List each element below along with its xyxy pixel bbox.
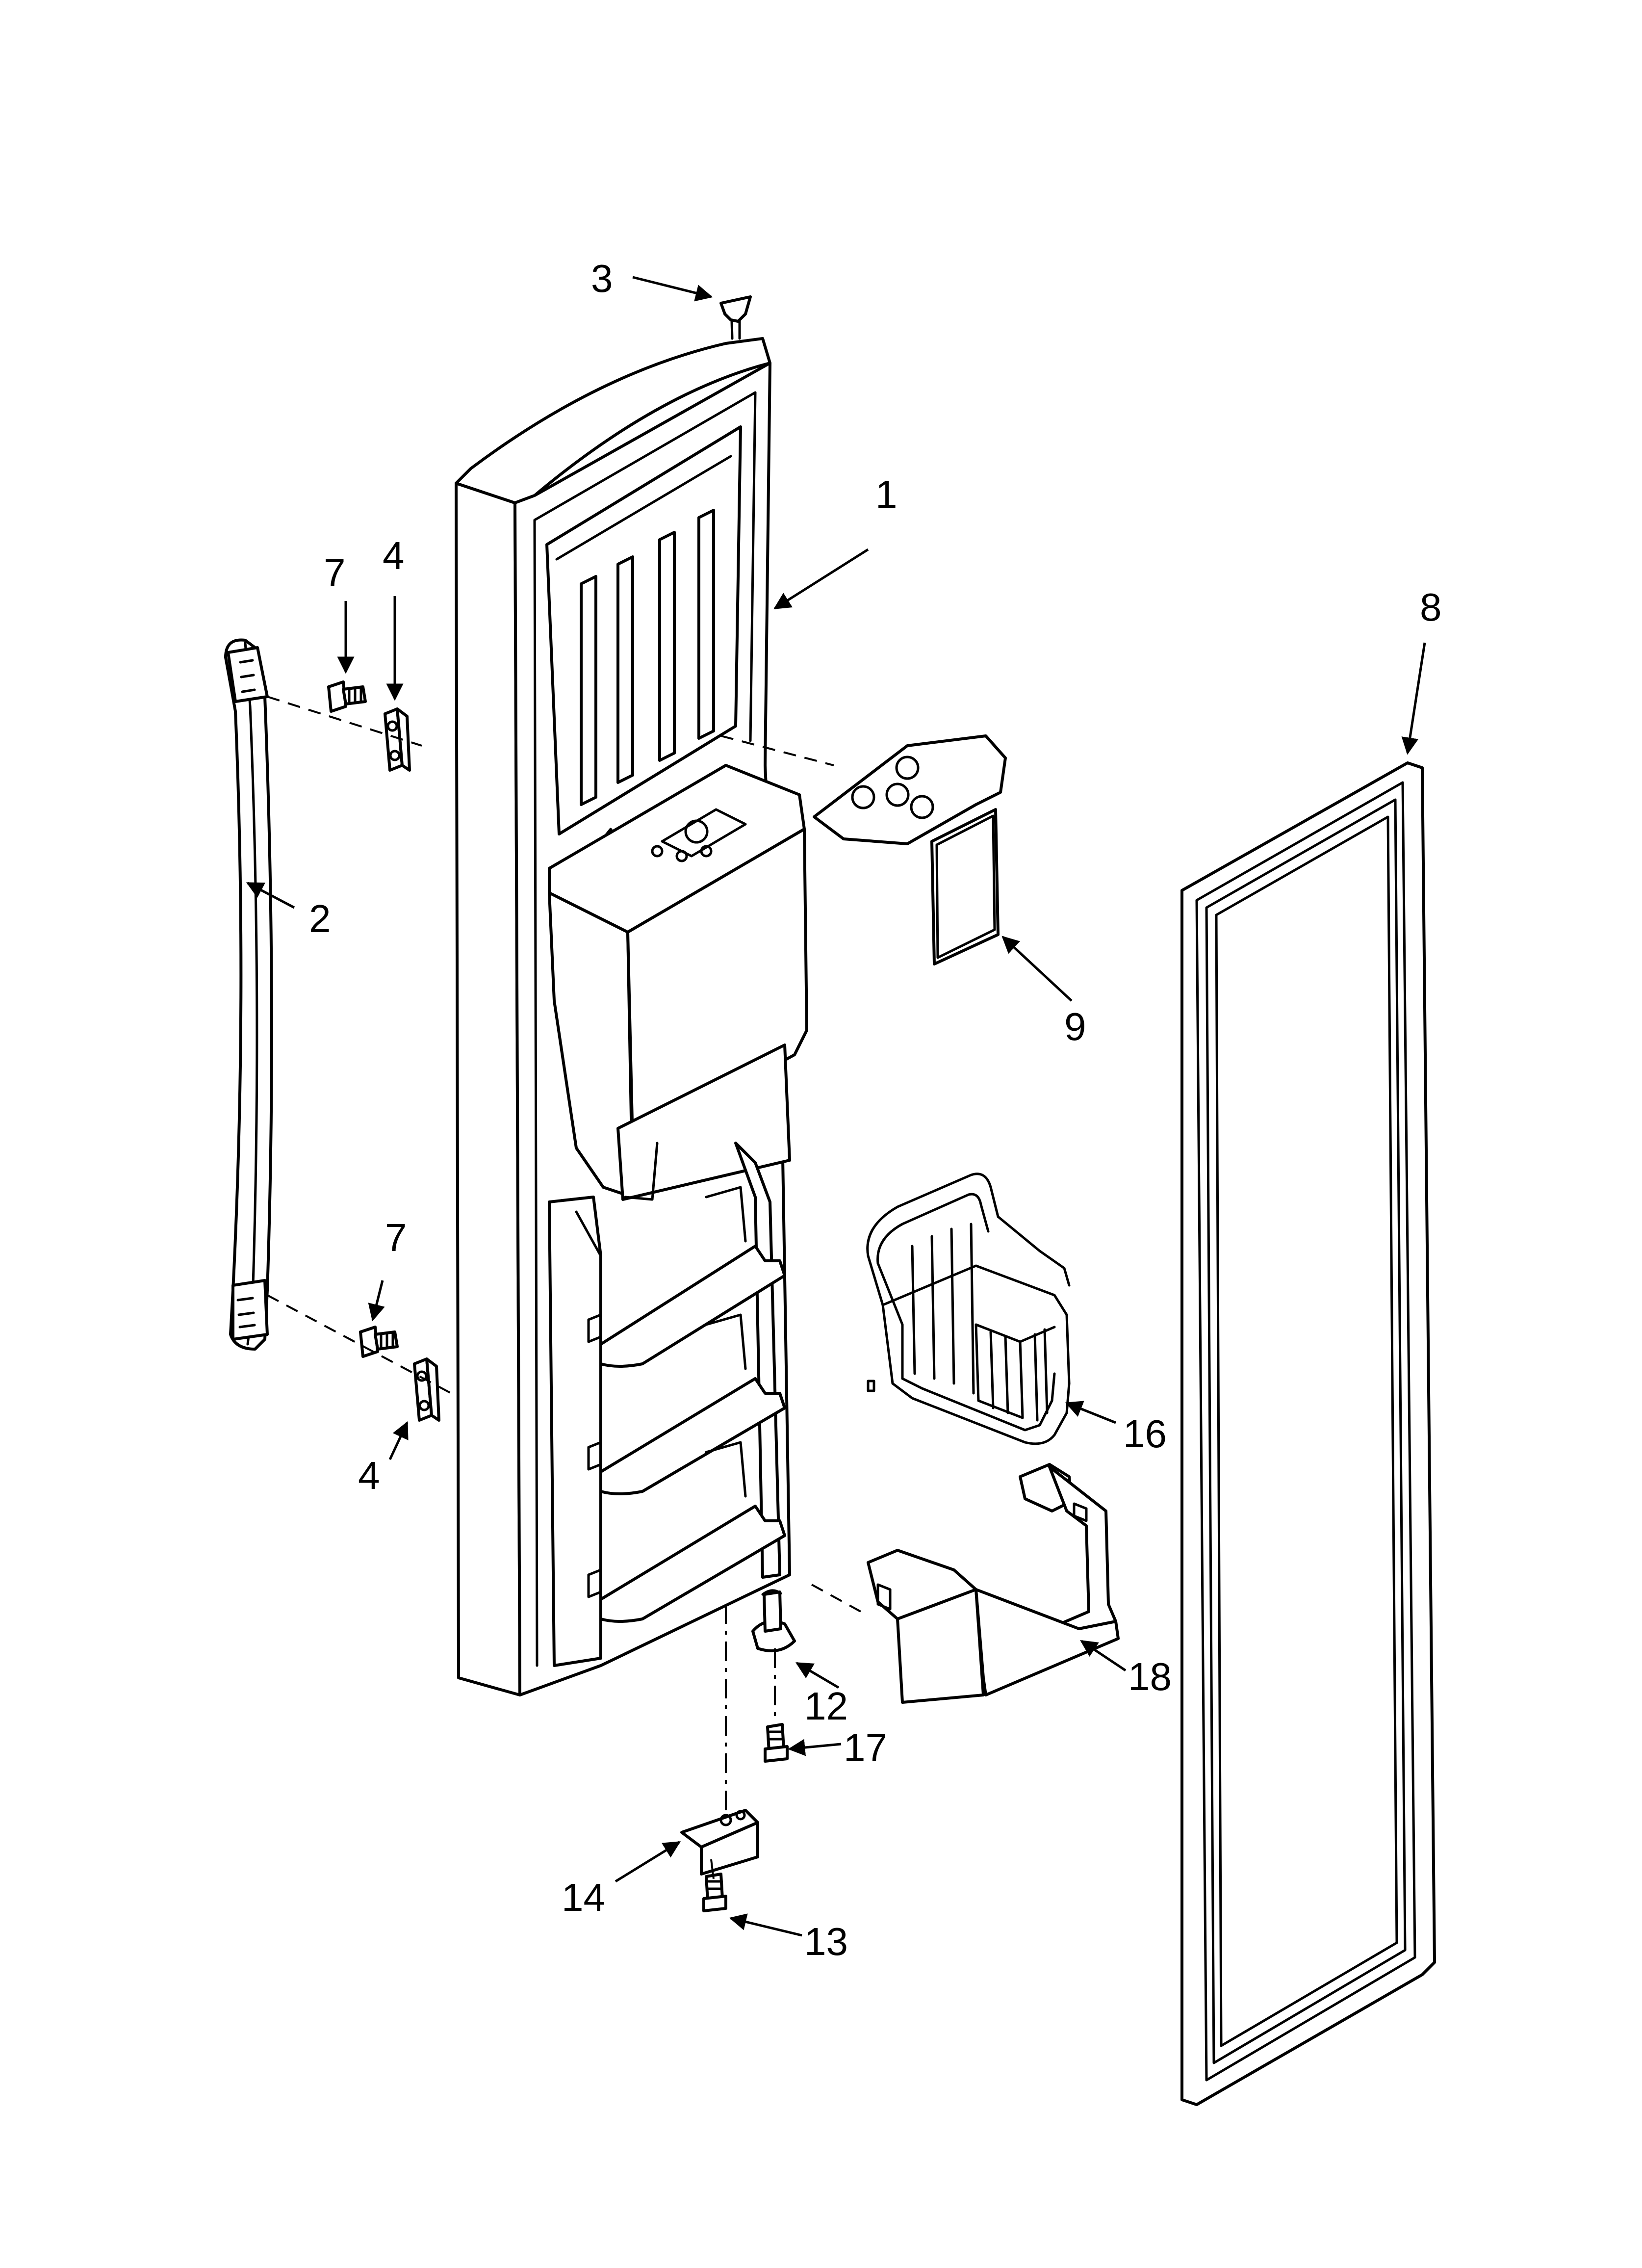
label-4-bottom: 4	[358, 1454, 380, 1497]
hinge-pin-bottom	[751, 1589, 796, 1652]
screw-17	[764, 1723, 789, 1763]
label-7-top: 7	[324, 551, 346, 595]
label-1: 1	[875, 472, 898, 516]
screw-top	[327, 680, 367, 713]
label-16: 16	[1123, 1412, 1167, 1456]
leader-arrows	[246, 276, 1426, 1937]
screw-bottom	[359, 1326, 399, 1358]
hinge-pin-top	[719, 295, 752, 340]
label-2: 2	[309, 897, 331, 940]
label-14: 14	[562, 1876, 605, 1919]
door-gasket	[1180, 761, 1436, 2106]
alignment-lines	[267, 696, 861, 1879]
door-panel	[455, 337, 808, 1696]
hinge-plate	[813, 734, 1007, 845]
callout-labels: 3 1 7 4 8 2 9 7 4 16 18 12 17 14 13	[309, 257, 1442, 1963]
label-7-bottom: 7	[385, 1216, 407, 1259]
screw-13	[702, 1873, 727, 1912]
label-18: 18	[1128, 1655, 1172, 1698]
label-3: 3	[591, 257, 613, 300]
wire-basket	[866, 1173, 1071, 1445]
label-12: 12	[804, 1684, 848, 1728]
label-4-top: 4	[383, 534, 405, 577]
hinge-plate-shim	[930, 808, 1000, 965]
label-17: 17	[844, 1726, 887, 1770]
door-handle	[224, 638, 273, 1351]
handle-bracket-top	[384, 707, 411, 772]
label-9: 9	[1064, 1005, 1086, 1048]
handle-bracket-bottom	[413, 1357, 440, 1422]
label-13: 13	[804, 1920, 848, 1963]
bottom-hinge	[680, 1809, 759, 1876]
label-8: 8	[1420, 585, 1442, 629]
basket-holder	[867, 1463, 1120, 1704]
